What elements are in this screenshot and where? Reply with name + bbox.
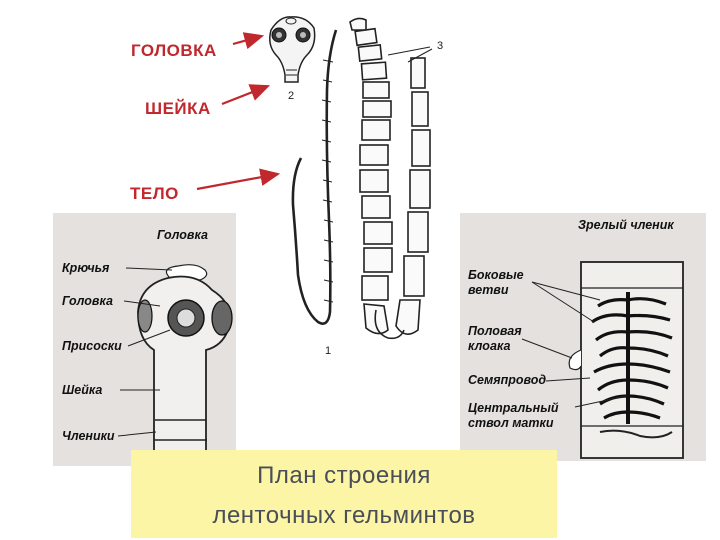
thin-strand-1 — [291, 29, 338, 325]
right-label-lateral-branches: Боковые ветви — [468, 268, 524, 297]
segment-chain-right — [374, 57, 431, 340]
right-label-vas-deferens: Семяпровод — [468, 373, 547, 387]
right-panel-pointers — [521, 281, 627, 408]
segment-chain-middle — [349, 17, 393, 335]
pointer-lines-3 — [387, 46, 433, 63]
right-label-genital-cloaca: Половая клоака — [468, 324, 522, 353]
large-scolex-drawing — [137, 264, 233, 471]
left-label-neck: Шейка — [62, 383, 103, 397]
left-panel-pointers — [117, 267, 173, 437]
small-scolex-drawing — [269, 16, 316, 83]
label-body: ТЕЛО — [130, 184, 179, 203]
figure-number-2: 2 — [288, 90, 295, 102]
right-label-central-uterus: Центральный ствол матки — [468, 401, 559, 430]
title-line-1: План строения — [257, 462, 431, 489]
mature-proglottid-drawing — [568, 261, 684, 459]
body-arrow — [196, 168, 281, 191]
figure-number-1: 1 — [325, 345, 332, 357]
left-panel-title: Головка — [157, 228, 208, 242]
left-label-suckers: Присоски — [62, 339, 122, 353]
left-label-head: Головка — [62, 294, 113, 308]
neck-arrow — [221, 84, 271, 106]
strand-segmentation — [321, 59, 334, 303]
figure-number-3: 3 — [437, 40, 444, 52]
title-line-2: ленточных гельминтов — [212, 502, 476, 529]
left-label-hooks: Крючья — [62, 261, 110, 275]
right-panel-title: Зрелый членик — [578, 218, 674, 232]
left-label-segments: Членики — [62, 429, 115, 443]
label-neck: ШЕЙКА — [145, 99, 211, 118]
head-arrow — [232, 32, 265, 50]
label-head: ГОЛОВКА — [131, 41, 217, 60]
title-box: План строения ленточных гельминтов — [131, 450, 557, 538]
